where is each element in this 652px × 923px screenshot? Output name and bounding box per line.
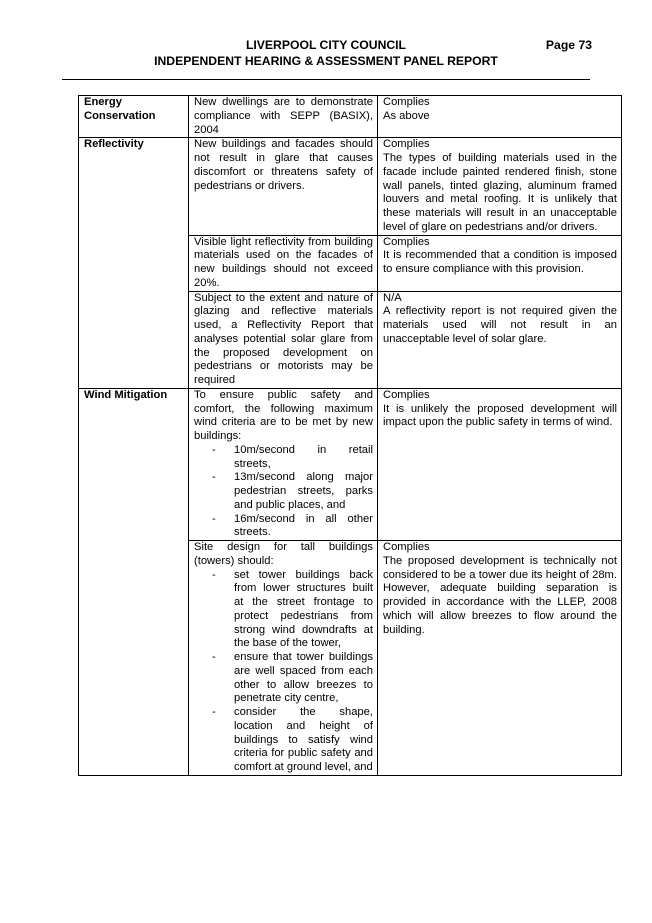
list-item: - set tower buildings back from lower str…: [194, 569, 373, 652]
list-item-text: 13m/second along major pedestrian street…: [234, 471, 373, 511]
comment-text: It is unlikely the proposed development …: [383, 402, 617, 429]
control-cell: Subject to the extent and nature of glaz…: [188, 290, 378, 389]
comment-text: A reflectivity report is not required gi…: [383, 305, 617, 345]
status-text: Complies: [383, 388, 430, 401]
table-row: Site design for tall buildings (towers) …: [79, 540, 622, 776]
status-text: Complies: [383, 96, 430, 108]
list-item-text: set tower buildings back from lower stru…: [234, 568, 373, 650]
comment-cell: Complies The types of building materials…: [377, 137, 622, 236]
control-cell: Site design for tall buildings (towers) …: [188, 540, 378, 776]
table-row: Reflectivity New buildings and facades s…: [78, 137, 622, 389]
comment-cell: N/A A reflectivity report is not require…: [377, 290, 622, 389]
control-cell: To ensure public safety and comfort, the…: [188, 387, 378, 542]
control-list: - set tower buildings back from lower str…: [194, 569, 373, 775]
dash-bullet: -: [212, 706, 216, 718]
category-cell: Wind Mitigation: [78, 387, 189, 776]
header-rule: [62, 79, 590, 80]
comment-text: As above: [383, 109, 430, 122]
dash-bullet: -: [212, 512, 216, 525]
list-item-text: 16m/second in all other streets.: [234, 512, 373, 539]
status-text: Complies: [383, 541, 430, 553]
control-list: - 10m/second in retail streets, - 13m/seco…: [194, 444, 373, 540]
comment-cell: Complies As above: [377, 94, 622, 139]
list-item: - consider the shape, location and height…: [194, 706, 373, 775]
list-item-text: ensure that tower buildings are well spa…: [234, 651, 373, 705]
control-cell: New buildings and facades should not res…: [188, 137, 378, 236]
table-row: Wind Mitigation To ensure public safety …: [78, 387, 622, 776]
control-cell: Visible light reflectivity from building…: [188, 234, 378, 292]
dash-bullet: -: [212, 443, 216, 456]
list-item: - 16m/second in all other streets.: [194, 513, 373, 541]
comment-cell: Complies It is unlikely the proposed dev…: [377, 387, 622, 542]
page-number: Page 73: [545, 38, 592, 52]
compliance-table: Energy Conservation New dwellings are to…: [78, 94, 622, 776]
status-text: Complies: [383, 138, 430, 151]
list-item: - 10m/second in retail streets,: [194, 444, 373, 472]
report-title: INDEPENDENT HEARING & ASSESSMENT PANEL R…: [154, 54, 498, 68]
category-cell: Reflectivity: [78, 137, 189, 389]
comment-text: The types of building materials used in …: [383, 152, 617, 233]
council-name: LIVERPOOL CITY COUNCIL: [245, 38, 407, 52]
category-cell: Energy Conservation: [78, 94, 189, 139]
report-header: LIVERPOOL CITY COUNCIL Page 73 INDEPENDE…: [60, 37, 592, 69]
table-row: Subject to the extent and nature of glaz…: [79, 290, 622, 389]
dash-bullet: -: [212, 568, 216, 581]
header-line-1: LIVERPOOL CITY COUNCIL Page 73: [60, 37, 592, 53]
control-intro: Site design for tall buildings (towers) …: [194, 541, 373, 567]
comment-text: It is recommended that a condition is im…: [383, 249, 617, 275]
list-item-text: 10m/second in retail streets,: [234, 443, 373, 470]
table-row: Visible light reflectivity from building…: [79, 234, 622, 292]
comment-cell: Complies It is recommended that a condit…: [377, 234, 622, 292]
control-cell: New dwellings are to demonstrate complia…: [188, 94, 378, 139]
dash-bullet: -: [212, 471, 216, 484]
list-item: - ensure that tower buildings are well sp…: [194, 651, 373, 706]
status-text: Complies: [383, 235, 430, 248]
dash-bullet: -: [212, 651, 216, 663]
list-item-text: consider the shape, location and height …: [234, 706, 373, 773]
control-intro: To ensure public safety and comfort, the…: [194, 388, 373, 442]
list-item: - 13m/second along major pedestrian stree…: [194, 471, 373, 512]
comment-text: The proposed development is technically …: [383, 554, 617, 636]
comment-cell: Complies The proposed development is tec…: [377, 540, 622, 776]
status-text: N/A: [383, 291, 402, 304]
table-row: Energy Conservation New dwellings are to…: [78, 94, 622, 139]
